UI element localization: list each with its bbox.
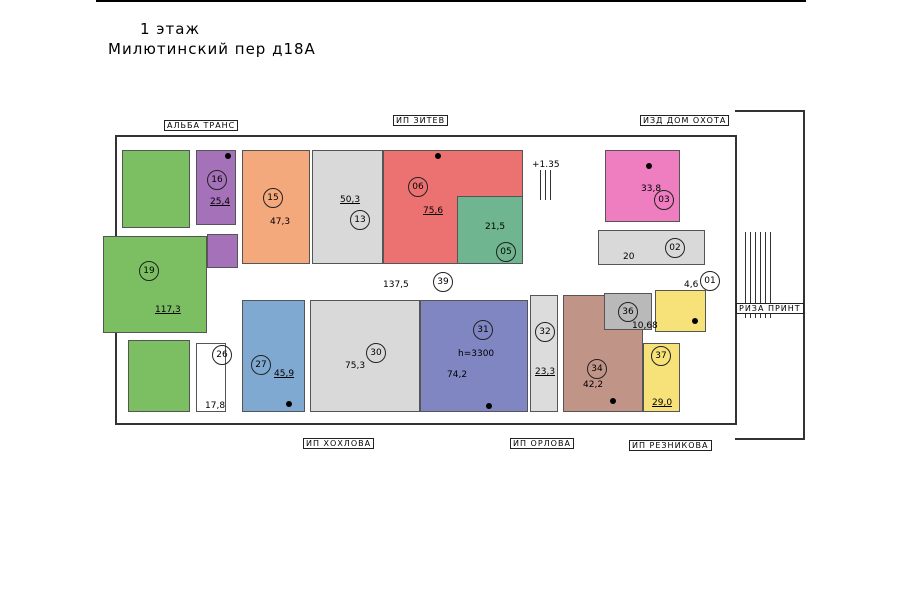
room-02[interactable]: [598, 230, 705, 265]
room-32[interactable]: [530, 295, 558, 412]
room-green-top[interactable]: [122, 150, 190, 228]
top-rule: [96, 0, 806, 2]
room-31[interactable]: [420, 300, 528, 412]
room-area: 50,3: [340, 195, 361, 205]
room-area: 4,6: [684, 280, 699, 290]
tenant-marker: [610, 398, 616, 404]
tenant-label: ИЗД ДОМ ОХОТА: [640, 115, 730, 126]
room-area: 74,2: [447, 370, 468, 380]
room-area: 75,6: [423, 206, 444, 216]
room-area: 20: [623, 252, 635, 262]
room-area: 21,5: [485, 222, 506, 232]
room-03[interactable]: [605, 150, 680, 222]
room-number: 01: [700, 271, 720, 291]
ceiling-height: h=3300: [458, 349, 495, 359]
entrance-outline: [735, 110, 805, 440]
tenant-marker: [286, 401, 292, 407]
room-30[interactable]: [310, 300, 420, 412]
room-area: 23,3: [535, 367, 556, 377]
level-mark: +1.35: [532, 160, 560, 170]
room-16-annex[interactable]: [207, 234, 238, 268]
room-area: 117,3: [155, 305, 181, 315]
room-number: 26: [212, 345, 232, 365]
room-number: 05: [496, 242, 516, 262]
room-area: 25,4: [210, 197, 231, 207]
tenant-marker: [225, 153, 231, 159]
internal-stairs: [540, 170, 554, 200]
tenant-label: ИП ОРЛОВА: [510, 438, 574, 449]
tenant-marker: [486, 403, 492, 409]
room-number: 27: [251, 355, 271, 375]
room-area: 42,2: [583, 380, 604, 390]
tenant-label: РИЗА ПРИНТ: [736, 303, 804, 314]
tenant-label: АЛЬБА ТРАНС: [164, 120, 239, 131]
room-area: 47,3: [270, 217, 291, 227]
room-riza[interactable]: [655, 290, 706, 332]
room-number: 39: [433, 272, 453, 292]
room-number: 06: [408, 177, 428, 197]
address-title: Милютинский пер д18А: [108, 40, 316, 58]
tenant-marker: [692, 318, 698, 324]
room-13[interactable]: [312, 150, 383, 264]
room-area: 33,8: [641, 184, 662, 194]
room-number: 36: [618, 302, 638, 322]
tenant-marker: [435, 153, 441, 159]
room-27[interactable]: [242, 300, 305, 412]
room-number: 19: [139, 261, 159, 281]
room-number: 03: [654, 190, 674, 210]
tenant-label: ИП РЕЗНИКОВА: [629, 440, 712, 451]
room-number: 15: [263, 188, 283, 208]
room-area: 29,0: [652, 398, 673, 408]
tenant-marker: [646, 163, 652, 169]
room-green-bottom[interactable]: [128, 340, 190, 412]
room-area: 45,9: [274, 369, 295, 379]
room-area: 10,68: [632, 321, 658, 331]
room-number: 37: [651, 346, 671, 366]
room-number: 34: [587, 359, 607, 379]
room-area: 75,3: [345, 361, 366, 371]
room-number: 30: [366, 343, 386, 363]
room-number: 16: [207, 170, 227, 190]
tenant-label: ИП ХОХЛОВА: [303, 438, 375, 449]
room-number: 02: [665, 238, 685, 258]
floor-title: 1 этаж: [140, 20, 200, 38]
room-area: 17,8: [205, 401, 226, 411]
room-19[interactable]: [103, 236, 207, 333]
room-area: 137,5: [383, 280, 409, 290]
room-number: 31: [473, 320, 493, 340]
tenant-label: ИП ЗИТЕВ: [393, 115, 449, 126]
room-number: 32: [535, 322, 555, 342]
room-number: 13: [350, 210, 370, 230]
